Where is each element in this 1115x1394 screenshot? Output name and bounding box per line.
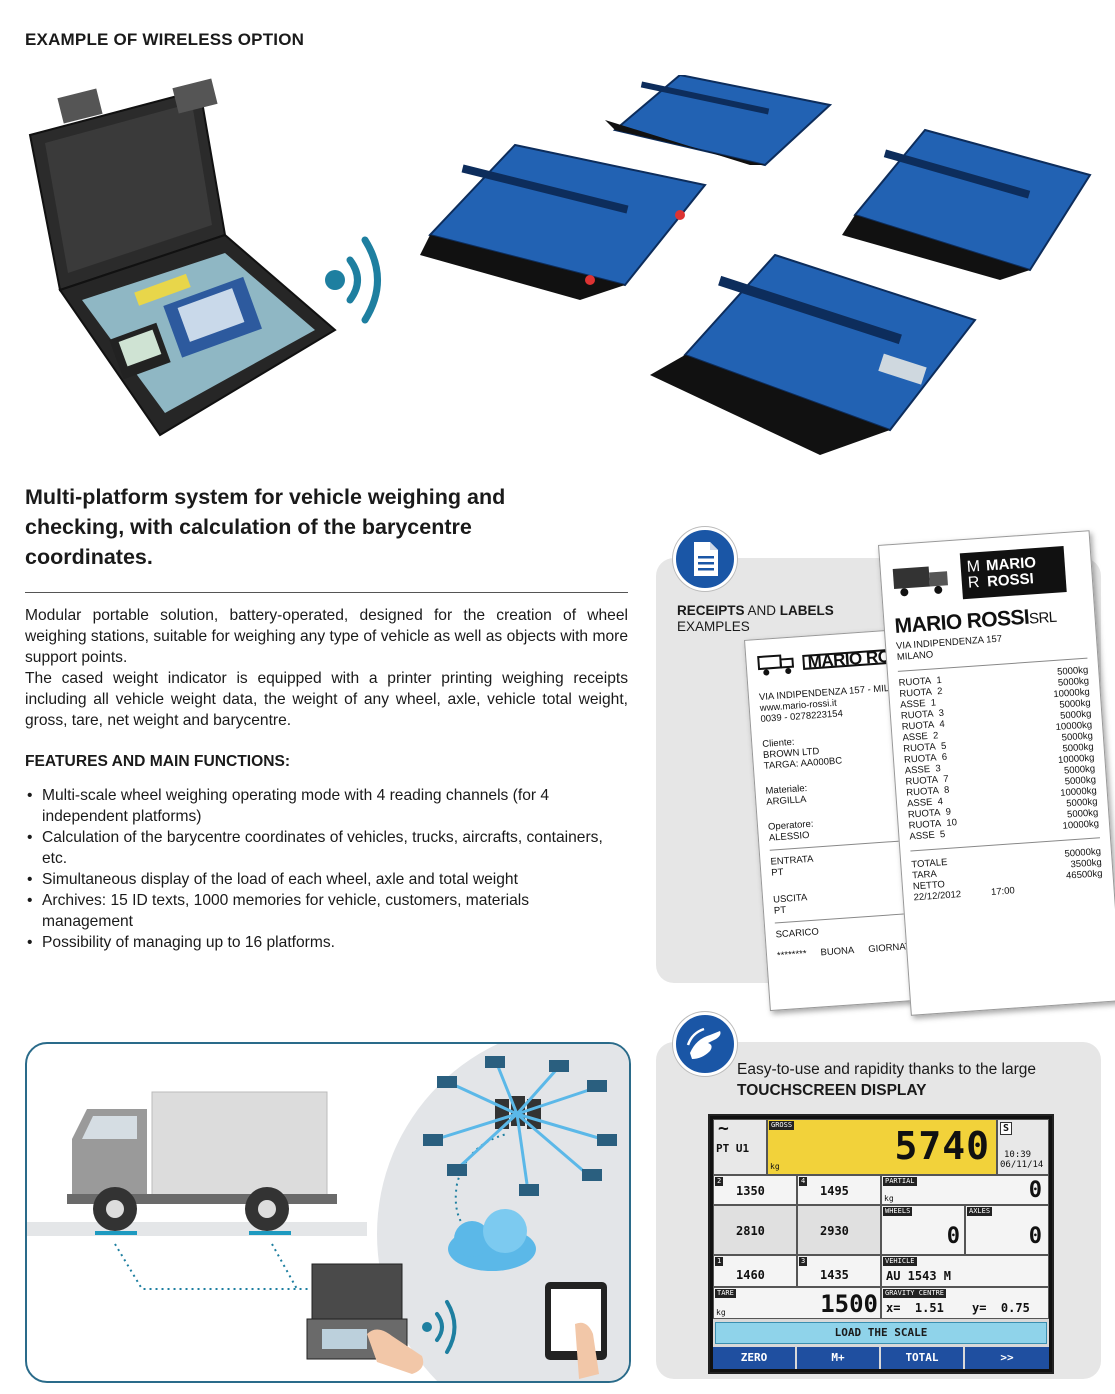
bullet: • — [27, 829, 33, 846]
feature-item: •Simultaneous display of the load of eac… — [27, 871, 518, 888]
truck-icon — [892, 566, 948, 597]
bullet: • — [27, 892, 33, 909]
receipt-small: MARIO ROS VIA INDIPENDENZA 157 - MILANO … — [744, 628, 942, 1012]
gross-value: 5740 — [894, 1124, 990, 1168]
axle-2[interactable]: 2930 — [797, 1205, 881, 1255]
status-message: LOAD THE SCALE — [715, 1322, 1047, 1344]
tablet-illustration — [545, 1282, 607, 1379]
stable-indicator: ~ — [718, 1118, 729, 1139]
total-button[interactable]: TOTAL — [881, 1347, 963, 1369]
case-illustration — [28, 78, 337, 437]
memory-add-button[interactable]: M+ — [797, 1347, 879, 1369]
gross-field[interactable]: GROSS kg 5740 — [767, 1119, 997, 1175]
wireless-icon — [422, 1300, 457, 1354]
document-icon — [673, 527, 737, 591]
receipt-logo: M R MARIO ROSSI — [959, 546, 1067, 600]
receipt-large: M R MARIO ROSSI MARIO ROSSISRL VIA INDIP… — [878, 530, 1115, 1016]
features-title: FEATURES AND MAIN FUNCTIONS: — [25, 753, 291, 770]
zero-button[interactable]: ZERO — [713, 1347, 795, 1369]
platform-label: PT U1 — [716, 1142, 750, 1155]
wireless-diagram-illustration — [27, 1044, 629, 1381]
truck-illustration — [67, 1091, 337, 1235]
bullet: • — [27, 871, 33, 888]
feature-item: •Possibility of managing up to 16 platfo… — [27, 934, 335, 951]
touch-hand-icon — [673, 1012, 737, 1076]
feature-item: •Archives: 15 ID texts, 1000 memories fo… — [27, 892, 530, 930]
receipts-label: RECEIPTS AND LABELS EXAMPLES — [677, 603, 834, 634]
paragraph-2: The cased weight indicator is equipped w… — [25, 670, 628, 729]
touchscreen-caption: Easy-to-use and rapidity thanks to the l… — [737, 1061, 1036, 1099]
wireless-icon — [325, 236, 381, 324]
description: Modular portable solution, battery-opera… — [25, 605, 628, 731]
divider — [25, 592, 628, 593]
headline: Multi-platform system for vehicle weighi… — [25, 485, 506, 569]
cloud-icon — [448, 1209, 536, 1271]
axle-1[interactable]: 2810 — [713, 1205, 797, 1255]
next-button[interactable]: >> — [965, 1347, 1049, 1369]
bullet: • — [27, 934, 33, 951]
paragraph-1: Modular portable solution, battery-opera… — [25, 607, 628, 666]
truck-icon — [757, 654, 795, 676]
bullet: • — [27, 787, 33, 804]
weighing-platforms — [420, 75, 1092, 455]
feature-item: •Multi-scale wheel weighing operating mo… — [27, 787, 550, 825]
product-photo — [28, 75, 1092, 455]
features-list: •Multi-scale wheel weighing operating mo… — [25, 785, 610, 953]
network-illustration — [423, 1056, 617, 1196]
section-title: EXAMPLE OF WIRELESS OPTION — [25, 30, 305, 49]
wireless-diagram — [25, 1042, 631, 1383]
touchscreen-display: ~ PT U1 GROSS kg 5740 S 10:39 06/11/14 2… — [708, 1114, 1054, 1374]
feature-item: •Calculation of the barycentre coordinat… — [27, 829, 603, 867]
